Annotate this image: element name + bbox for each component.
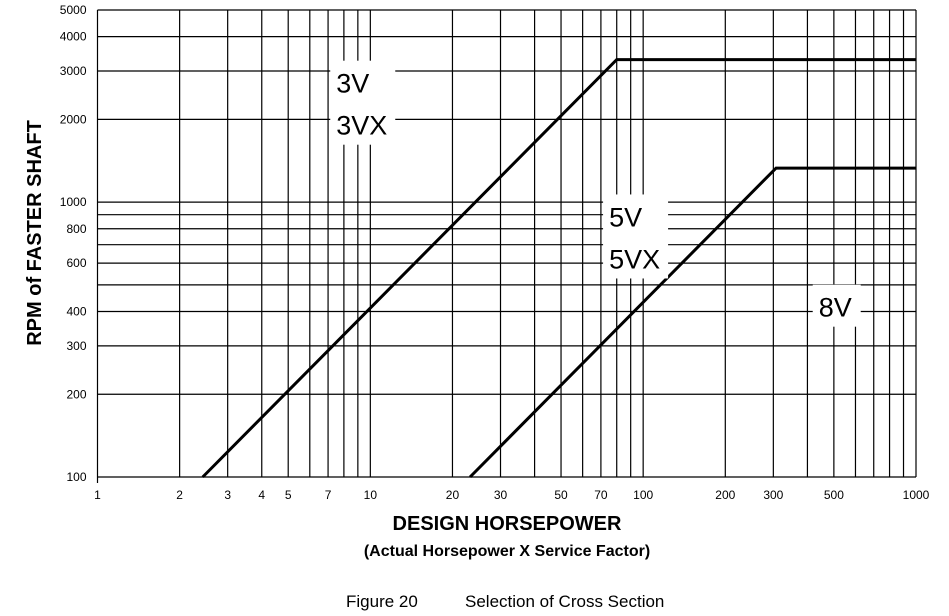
y-tick-label: 800 [66,222,86,236]
region-label-background [812,284,861,327]
y-axis-title: RPM of FASTER SHAFT [24,120,46,346]
x-tick-label: 2 [176,488,183,502]
region-label-background [330,60,396,145]
x-tick-label: 3 [224,488,231,502]
grid [96,9,917,478]
series-line [468,166,916,479]
x-tick-label: 7 [325,488,332,502]
region-label: 3V [336,69,369,99]
y-tick-label: 100 [66,470,86,484]
x-tick-label: 1000 [903,488,930,502]
x-tick-label: 200 [715,488,735,502]
region-labels: 3V 3VX 5V 5VX 8V [330,60,861,327]
figure-number: Figure 20 [346,592,418,611]
y-tick-label: 600 [66,256,86,270]
region-label: 8V [819,293,852,323]
y-tick-label: 4000 [60,30,87,44]
x-tick-label: 20 [446,488,460,502]
y-tick-label: 1000 [60,195,87,209]
x-tick-label: 500 [824,488,844,502]
region-label-background [603,194,669,279]
x-tick-label: 1 [94,488,101,502]
y-tick-label: 400 [66,305,86,319]
series-line [201,58,916,479]
x-axis-subtitle: (Actual Horsepower X Service Factor) [364,543,650,560]
x-tick-label: 70 [594,488,608,502]
x-tick-label: 100 [633,488,653,502]
x-tick-label: 5 [285,488,292,502]
region-label: 3VX [336,111,387,141]
region-label: 5V [609,202,642,232]
x-tick-label: 4 [258,488,265,502]
y-tick-label: 200 [66,387,86,401]
x-axis-title: DESIGN HORSEPOWER [393,513,622,535]
y-tick-label: 300 [66,339,86,353]
tick-labels: 1 2 3 4 5 7 10 20 30 50 70 100 200 300 500 1000 100 200 30… [60,3,930,502]
region-label: 5VX [609,244,660,274]
x-tick-label: 50 [554,488,568,502]
x-tick-label: 30 [494,488,508,502]
x-tick-label: 300 [763,488,783,502]
y-tick-label: 5000 [60,3,87,17]
series-lines [201,58,916,479]
y-tick-label: 2000 [60,112,87,126]
figure-title: Selection of Cross Section [465,592,664,611]
x-tick-label: 10 [364,488,378,502]
y-tick-label: 3000 [60,64,87,78]
